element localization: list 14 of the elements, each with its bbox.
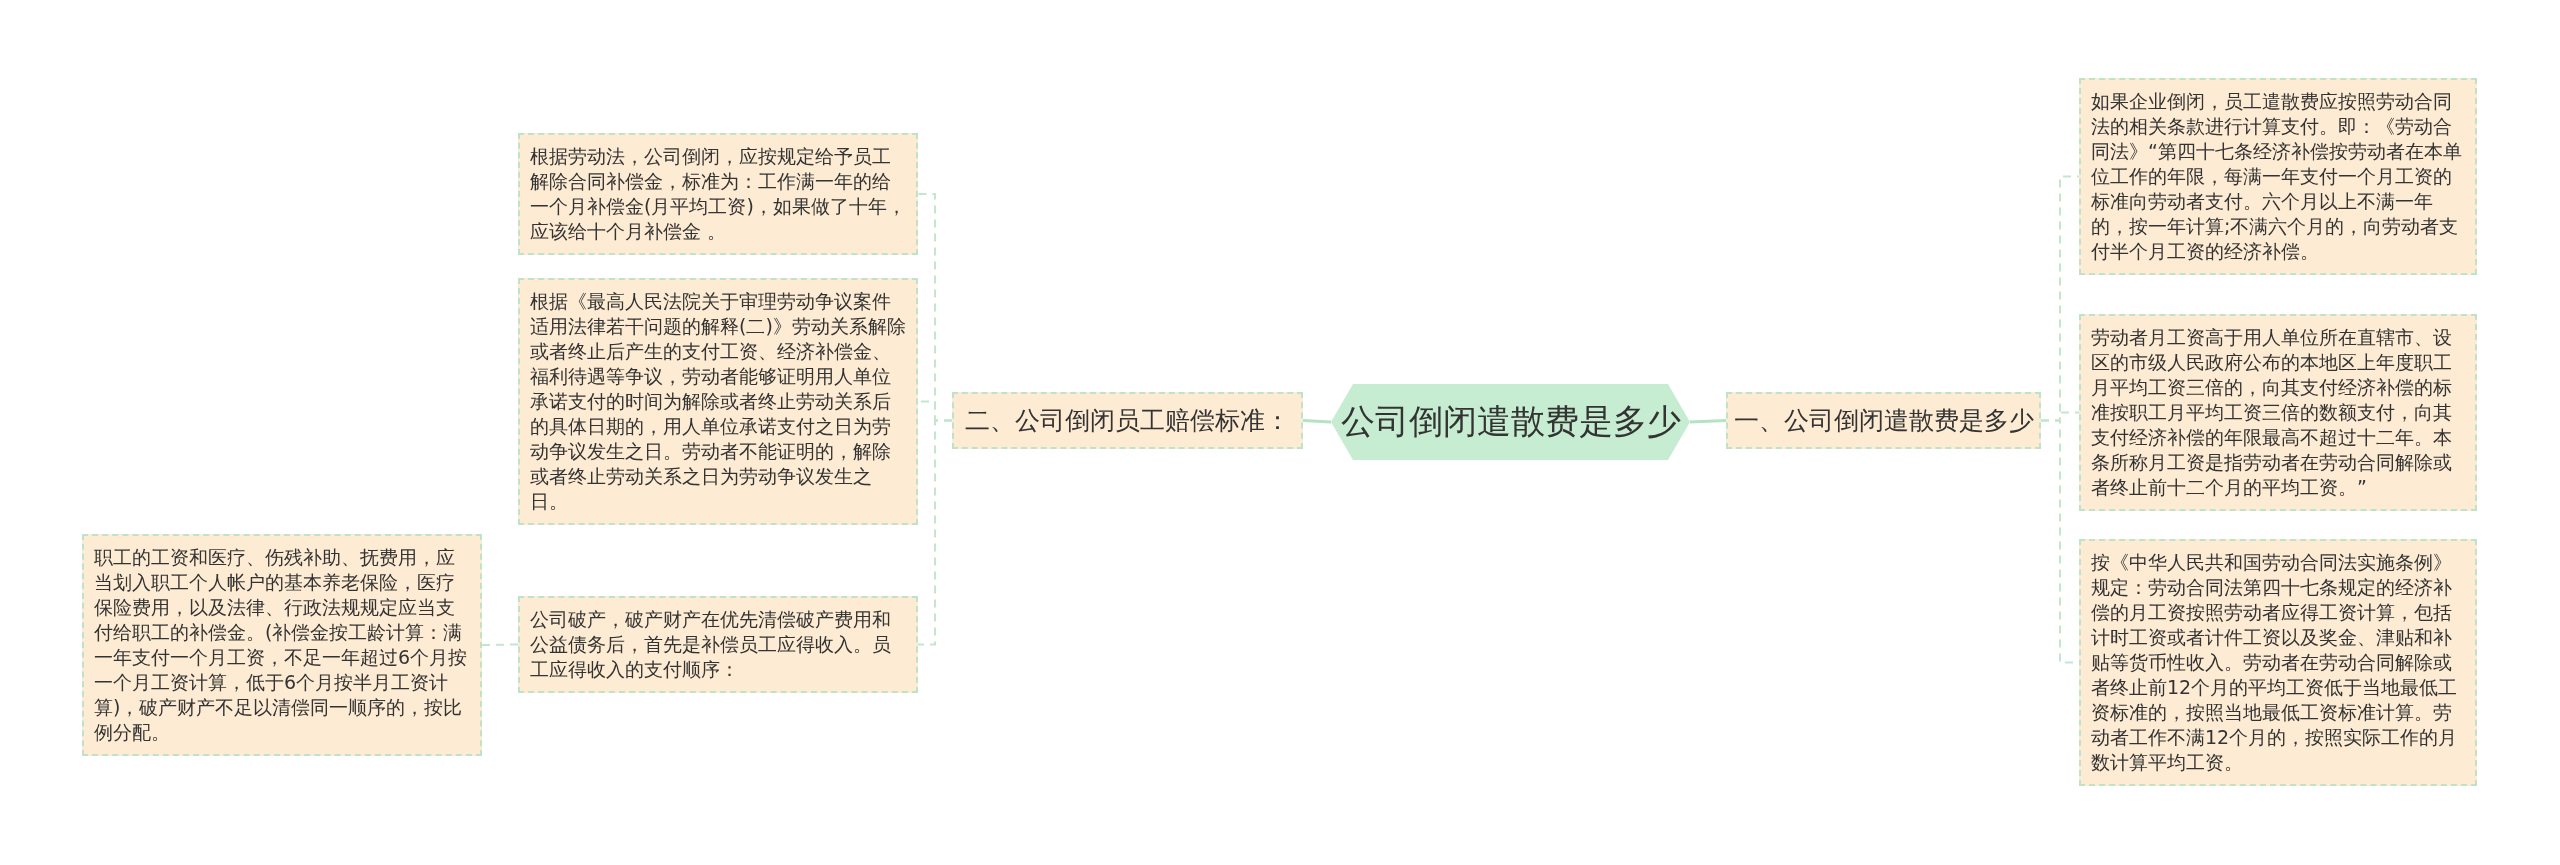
topic-hexagon: 公司倒闭遣散费是多少 bbox=[1331, 384, 1690, 460]
connector-line bbox=[481, 643, 519, 646]
text-box: 职工的工资和医疗、伤残补助、抚费用，应当划入职工个人帐户的基本养老保险，医疗保险费用，以及法律、行政法规规定应当支付给职工的补偿金。(补偿金按工龄计算：满一年支付一个月工资，不足一年超过6个月按一个月工资计算，低于6个月按半月工资计算)，破产财产不足以清偿同一顺序的，按比例分配。 bbox=[82, 534, 482, 756]
connector-line bbox=[1302, 419, 1332, 424]
text-box: 根据劳动法，公司倒闭，应按规定给予员工解除合同补偿金，标准为：工作满一年的给一个月补偿金(月平均工资)，如果做了十年，应该给十个月补偿金 。 bbox=[518, 133, 918, 255]
text-box: 按《中华人民共和国劳动合同法实施条例》规定：劳动合同法第四十七条规定的经济补偿的月工资按照劳动者应得工资计算，包括计时工资或者计件工资以及奖金、津贴和补贴等货币性收入。劳动者在劳动合同解除或者终止前12个月的平均工资低于当地最低工资标准的，按照当地最低工资标准计算。劳动者工作不满12个月的，按照实际工作的月数计算平均工资。 bbox=[2079, 539, 2477, 786]
connector-line bbox=[917, 419, 953, 646]
text-box: 根据《最高人民法院关于审理劳动争议案件适用法律若干问题的解释(二)》劳动关系解除或者终止后产生的支付工资、经济补偿金、福利待遇等争议，劳动者能够证明用人单位承诺支付的时间为解除或者终止劳动关系后的具体日期的，用人单位承诺支付之日为劳动争议发生之日。劳动者不能证明的，解除或者终止劳动关系之日为劳动争议发生之日。 bbox=[518, 278, 918, 525]
text-box: 劳动者月工资高于用人单位所在直辖市、设区的市级人民政府公布的本地区上年度职工月平均工资三倍的，向其支付经济补偿的标准按职工月平均工资三倍的数额支付，向其支付经济补偿的年限最高不超过十二年。本条所称月工资是指劳动者在劳动合同解除或者终止前十二个月的平均工资。” bbox=[2079, 314, 2477, 511]
text-box: 公司破产，破产财产在优先清偿破产费用和公益债务后，首先是补偿员工应得收入。员工应得收入的支付顺序： bbox=[518, 596, 918, 693]
connector-line bbox=[1689, 419, 1727, 424]
topic-box: 一、公司倒闭遣散费是多少 bbox=[1726, 392, 2041, 449]
topic-box: 二、公司倒闭员工赔偿标准： bbox=[952, 392, 1303, 449]
text-box: 如果企业倒闭，员工遣散费应按照劳动合同法的相关条款进行计算支付。即：《劳动合同法》“第四十七条经济补偿按劳动者在本单位工作的年限，每满一年支付一个月工资的标准向劳动者支付。六个月以上不满一年的，按一年计算;不满六个月的，向劳动者支付半个月工资的经济补偿。 bbox=[2079, 78, 2477, 275]
